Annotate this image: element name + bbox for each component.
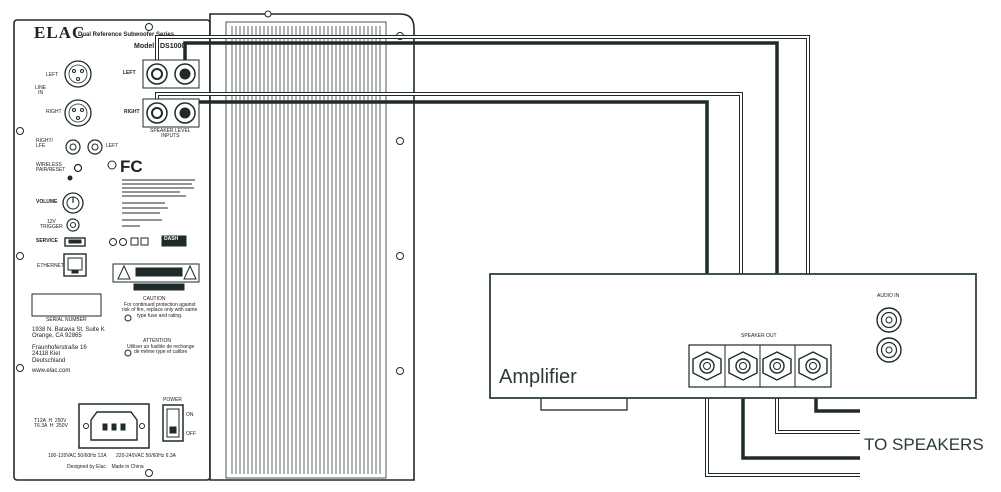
model-number: DS1000 [160, 43, 186, 50]
model-prefix: Model [134, 43, 155, 50]
amplifier-label: Amplifier [499, 366, 577, 388]
trigger-jack [66, 218, 80, 232]
power-on-label: ON [186, 412, 194, 418]
wireless-pair-button [67, 163, 83, 181]
wireless-label: WIRELESS PAIR/RESET [36, 162, 66, 174]
left-rca-label: LEFT [106, 143, 119, 149]
de-address: Fraunhoferstraße 16 24118 Kiel Deutschla… [32, 345, 87, 364]
regulatory-text [122, 179, 195, 227]
volume-label: VOLUME [36, 199, 58, 205]
line-in-left-label: LEFT [46, 72, 59, 78]
fcc-logo [107, 160, 117, 170]
website-label: www.elac.com [32, 368, 71, 374]
right-lfe-label: RIGHT/ LFE [36, 138, 53, 150]
series-label: Dual Reference Subwoofer Series [78, 32, 175, 38]
rca-right-lfe [65, 139, 81, 155]
panel-screws [16, 23, 153, 477]
heat-sink [209, 10, 415, 481]
amplifier-box [489, 273, 977, 411]
to-speakers-label: TO SPEAKERS [864, 435, 984, 454]
serial-number-label: SERIAL NUMBER [46, 317, 87, 323]
xlr-left-connector [64, 60, 92, 88]
certification-marks [109, 235, 187, 247]
line-in-label: LINE IN [35, 85, 47, 97]
serial-number-box [31, 293, 102, 317]
line-in-right-label: RIGHT [46, 109, 62, 115]
usb-service-port [64, 237, 86, 247]
speaker-left-label: LEFT [123, 70, 136, 76]
fuse-icons [124, 314, 132, 357]
designed-label: Designed by Elac Made in China [67, 464, 144, 470]
fuse-rating: T12A H 250V T6.3A H 250V [34, 418, 68, 430]
speaker-right-label: RIGHT [124, 109, 140, 115]
caution-title: CAUTION [143, 296, 166, 302]
service-label: SERVICE [36, 238, 58, 244]
power-rating: 100-120VAC 50/60Hz 12A 220-240VAC 50/60H… [48, 453, 176, 459]
power-label: POWER [163, 397, 182, 403]
dash-logo: DASH [164, 236, 179, 242]
audio-in-jacks [876, 307, 902, 363]
power-inlet [78, 403, 150, 449]
elac-logo: ELAC [34, 23, 86, 42]
speaker-level-inputs-label: SPEAKER LEVEL INPUTS [150, 128, 191, 140]
ethernet-label: ETHERNET [37, 263, 64, 269]
audio-in-label: AUDIO IN [877, 293, 900, 299]
ethernet-port [63, 253, 87, 277]
attention-text: Utiliser un fusible de rechange de même … [127, 344, 195, 356]
rca-left [87, 139, 103, 155]
power-switch [162, 404, 184, 442]
volume-knob [62, 192, 84, 214]
fcc-mark: FC [120, 157, 143, 176]
speaker-out-label: SPEAKER OUT [741, 333, 777, 339]
power-off-label: OFF [186, 431, 196, 437]
us-address: 1938 N. Batavia St. Suite K Orange, CA 9… [32, 327, 105, 340]
warning-label [112, 263, 200, 291]
speaker-out-terminals [688, 344, 832, 388]
attention-title: ATTENTION [143, 338, 171, 344]
caution-text: For continued protection against risk of… [122, 302, 198, 319]
speaker-input-terminals [142, 59, 200, 128]
trigger-label: 12V TRIGGER [40, 219, 63, 231]
xlr-right-connector [64, 99, 92, 127]
